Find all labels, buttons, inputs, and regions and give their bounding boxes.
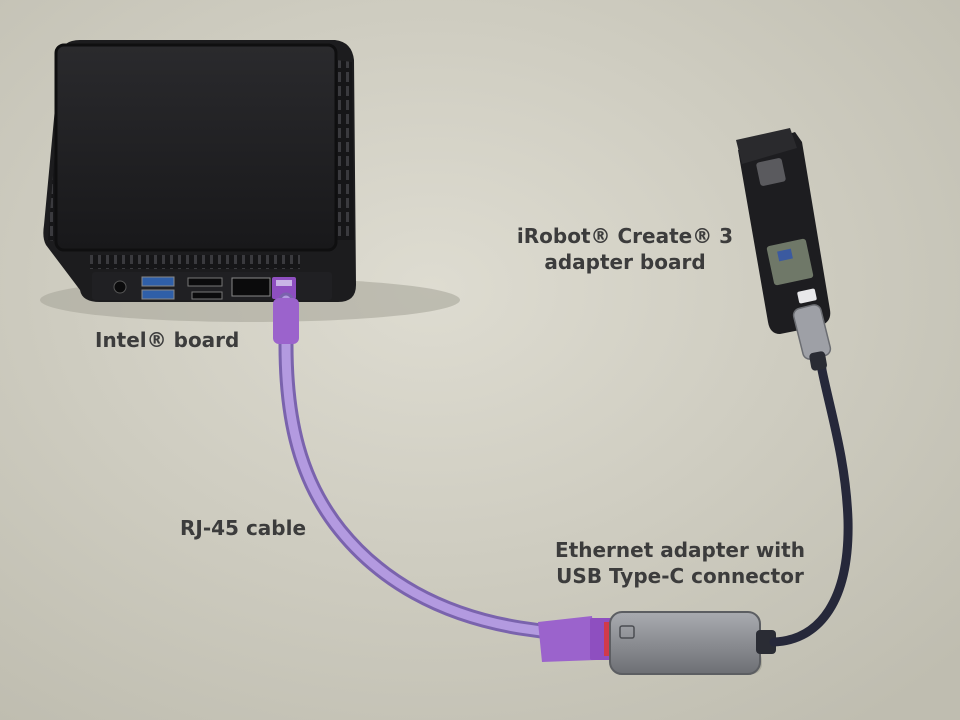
ethernet-label-line2: USB Type-C connector [556, 564, 804, 588]
irobot-label-line1: iRobot® Create® 3 [516, 224, 734, 248]
irobot-label-line2: adapter board [544, 250, 706, 274]
adapter-body [609, 611, 761, 675]
adapter-board-usb-port [797, 288, 817, 304]
mini-pc-lid [54, 43, 338, 252]
usb-c-cable [769, 335, 853, 647]
hdmi-port-2 [191, 291, 223, 300]
usb-port-1 [141, 276, 175, 287]
adapter-board-end-cap [736, 128, 797, 164]
rj45-cable-label: RJ-45 cable [180, 516, 307, 540]
ethernet-label-line1: Ethernet adapter with [555, 538, 805, 562]
intel-mini-pc-icon [43, 40, 356, 302]
ethernet-port [231, 277, 271, 297]
adapter-logo [619, 625, 635, 639]
ethernet-adapter-label: Ethernet adapter with USB Type-C connect… [540, 537, 820, 589]
hdmi-port-1 [187, 277, 223, 287]
rj45-boot-adapter [538, 616, 596, 662]
adapter-board-chip [756, 158, 786, 186]
intel-board-label: Intel® board [95, 328, 240, 352]
adapter-cable-collar [756, 630, 776, 654]
usb-ethernet-adapter-icon [609, 611, 776, 675]
adapter-board-pcb [766, 238, 814, 286]
mini-pc-right-vents [336, 60, 354, 240]
mini-pc-front-vents [90, 255, 300, 269]
usb-port-2 [141, 289, 175, 300]
adapter-board-component [777, 248, 793, 262]
irobot-adapter-board-label: iRobot® Create® 3 adapter board [510, 223, 740, 275]
rj45-cable-highlight [281, 295, 553, 637]
rj45-boot-pc [273, 298, 299, 344]
audio-port [113, 280, 127, 294]
irobot-adapter-board-icon [736, 128, 832, 371]
usb-c-plug-boot [809, 351, 827, 371]
rj45-plug-pc-window [276, 280, 292, 286]
